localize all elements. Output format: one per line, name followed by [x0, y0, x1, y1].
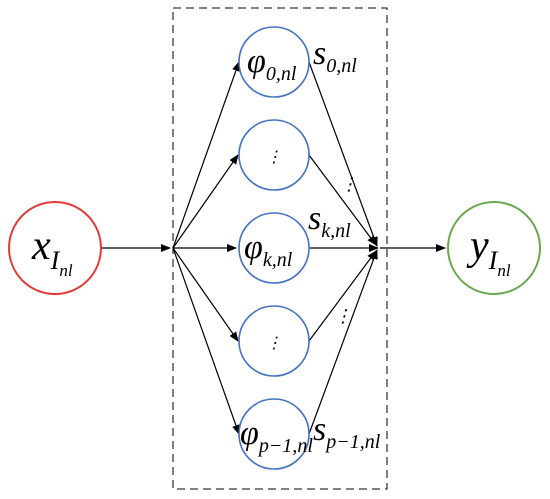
- basis-node-4-label: φp−1,nl: [240, 415, 313, 457]
- basis-node-2-label: φk,nl: [244, 229, 293, 271]
- basis-node-0-circle: [238, 26, 310, 98]
- basis-node-2-circle: [238, 212, 310, 284]
- edge-basis-4-to-sum: [308, 249, 378, 435]
- weight-dots-3: ⋮: [334, 306, 352, 326]
- fanout-edges: [172, 61, 240, 435]
- basis-node-0: φ0,nl: [238, 26, 310, 98]
- edge-hub-to-basis-4: [172, 247, 240, 435]
- input-node-label: xInl: [31, 223, 73, 280]
- output-node-label: yInl: [466, 223, 511, 280]
- basis-node-0-label: φ0,nl: [247, 43, 297, 85]
- weight-label-2: sk,nl: [308, 200, 351, 242]
- basis-node-3-circle: [238, 305, 310, 377]
- basis-node-4-circle: [238, 398, 310, 470]
- output-node-circle: [447, 201, 541, 295]
- edge-basis-1-to-sum: [308, 154, 377, 246]
- weight-label-4: sp−1,nl: [313, 411, 381, 453]
- basis-node-4: φp−1,nl: [238, 398, 313, 470]
- weight-label-0: s0,nl: [313, 35, 357, 77]
- edge-hub-to-basis-3: [172, 247, 239, 342]
- input-node-circle: [8, 201, 102, 295]
- basis-node-1-ellipsis: ⋮: [266, 149, 282, 166]
- fanin-edges: [308, 61, 379, 435]
- basis-node-3: ⋮: [238, 305, 310, 377]
- input-node: xInl: [8, 201, 102, 295]
- basis-node-1-circle: [238, 119, 310, 191]
- weight-dots-1: ⋮: [340, 174, 358, 194]
- output-node: yInl: [447, 201, 541, 295]
- edge-hub-to-basis-0: [172, 61, 240, 249]
- basis-node-2: φk,nl: [238, 212, 310, 284]
- edge-basis-0-to-sum: [308, 61, 378, 247]
- edge-hub-to-basis-1: [172, 154, 239, 249]
- basis-node-1: ⋮: [238, 119, 310, 191]
- edge-basis-3-to-sum: [308, 250, 377, 342]
- basis-node-3-ellipsis: ⋮: [266, 335, 282, 352]
